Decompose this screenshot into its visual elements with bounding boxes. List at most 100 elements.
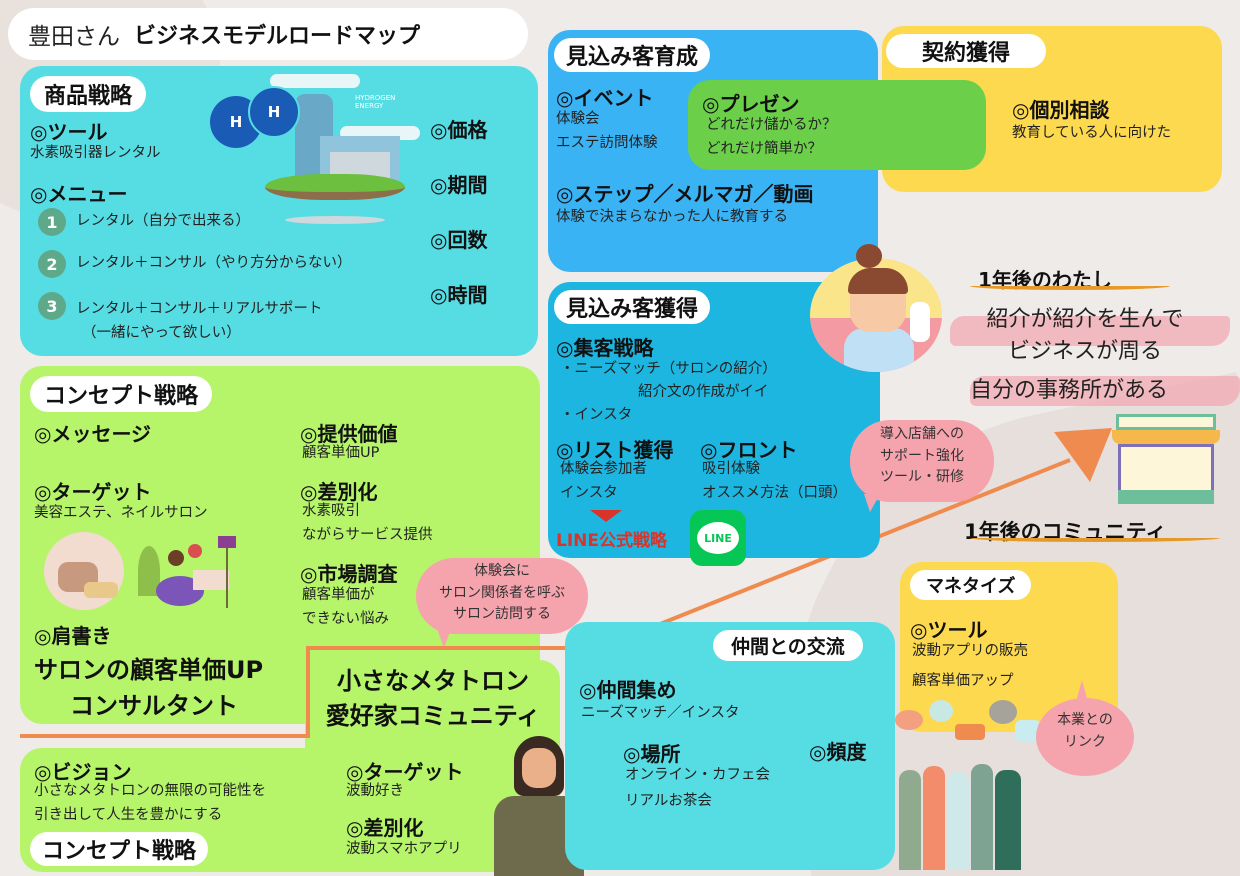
page-title: 豊田さん ビジネスモデルロードマップ <box>8 8 528 60</box>
front-heading: ◎フロント <box>700 438 798 462</box>
roadmap-line <box>306 648 310 738</box>
bubble-tail <box>436 626 452 648</box>
monetize-tool-line: 顧客単価アップ <box>912 673 1014 689</box>
title-tag-line2: コンサルタント <box>70 692 238 720</box>
speech-bubble-support: 導入店舗への サポート強化 ツール・研修 <box>850 420 994 502</box>
community-target-heading: ◎ターゲット <box>346 760 464 784</box>
brush-highlight <box>950 316 1230 346</box>
roadmap-line <box>306 646 466 650</box>
roadmap-line <box>20 734 310 738</box>
future-me-text: 紹介が紹介を生んで ビジネスが周る <box>986 307 1184 364</box>
community-title: 小さなメタトロン 愛好家コミュニティ <box>325 667 541 730</box>
monetize-tool-line: 波動アプリの販売 <box>912 643 1028 659</box>
menu-item: レンタル（自分で出来る） <box>76 213 250 229</box>
peers-panel: 仲間との交流 ◎仲間集め ニーズマッチ／インスタ ◎場所 オンライン・カフェ会 … <box>565 622 895 870</box>
esthetician-illustration <box>810 258 942 372</box>
period-heading: ◎期間 <box>430 173 488 197</box>
section-label: コンセプト戦略 <box>30 376 213 412</box>
tool-text: 水素吸引器レンタル <box>30 145 161 161</box>
event-heading: ◎イベント <box>556 86 654 110</box>
section-label: 見込み客獲得 <box>554 290 711 324</box>
market-heading: ◎市場調査 <box>300 562 398 586</box>
value-heading: ◎提供価値 <box>300 422 398 446</box>
section-label: 契約獲得 <box>886 34 1047 68</box>
list-line: インスタ <box>560 485 618 501</box>
count-heading: ◎回数 <box>430 228 488 252</box>
target-heading: ◎ターゲット <box>34 480 152 504</box>
consult-heading: ◎個別相談 <box>1012 98 1110 122</box>
menu-heading: ◎メニュー <box>30 182 128 206</box>
future-me-text: 自分の事務所がある <box>970 378 1169 403</box>
community-title-panel <box>305 660 560 760</box>
strategy-heading: ◎集客戦略 <box>556 336 654 360</box>
line-app-icon: LINE <box>690 510 746 566</box>
salon-illustration <box>138 536 238 610</box>
value-text: 顧客単価UP <box>302 445 380 461</box>
presentation-line: どれだけ儲かるか？ <box>706 117 837 133</box>
storefront-icon <box>1112 414 1220 506</box>
time-heading: ◎時間 <box>430 283 488 307</box>
community-target-text: 波動好き <box>346 783 404 799</box>
down-triangle-icon <box>590 510 622 522</box>
section-label: マネタイズ <box>910 570 1032 600</box>
monetize-tool-heading: ◎ツール <box>910 618 988 642</box>
community-panel: ◎ビジョン 小さなメタトロンの無限の可能性を 引き出して人生を豊かにする コンセ… <box>20 748 560 872</box>
market-line: 顧客単価が <box>302 587 375 603</box>
differentiation-line: ながらサービス提供 <box>302 527 433 543</box>
steps-text: 体験で決まらなかった人に教育する <box>556 209 788 225</box>
presentation-line: どれだけ簡単か？ <box>706 141 822 157</box>
heading-underline <box>970 534 1220 542</box>
presentation-heading: ◎プレゼン <box>702 92 800 116</box>
product-strategy-panel: 商品戦略 ◎ツール 水素吸引器レンタル ◎メニュー 1 レンタル（自分で出来る）… <box>20 66 538 356</box>
heading-underline <box>970 282 1170 290</box>
tool-heading: ◎ツール <box>30 120 108 144</box>
place-line: リアルお茶会 <box>625 793 712 809</box>
brush-highlight <box>970 376 1240 406</box>
list-line: 体験会参加者 <box>560 461 647 477</box>
section-label: コンセプト戦略 <box>30 832 209 866</box>
title-main: ビジネスモデルロードマップ <box>134 24 421 49</box>
strategy-line: 紹介文の作成がイイ <box>638 384 769 400</box>
target-text: 美容エステ、ネイルサロン <box>34 505 208 521</box>
speech-bubble-link: 本業との リンク <box>1036 698 1134 776</box>
line-strategy-label: LINE公式戦略 <box>556 531 667 551</box>
strategy-line: ・インスタ <box>560 407 633 423</box>
people-group-illustration <box>895 700 1045 876</box>
spa-illustration <box>44 532 124 610</box>
place-line: オンライン・カフェ会 <box>625 767 770 783</box>
speech-bubble-event: 体験会に サロン関係者を呼ぶ サロン訪問する <box>416 558 588 634</box>
menu-item-sub: （一緒にやって欲しい） <box>82 325 241 341</box>
hydrogen-label: HYDROGEN ENERGY <box>355 94 396 111</box>
bubble-tail <box>864 494 880 512</box>
vision-heading: ◎ビジョン <box>34 760 132 784</box>
hydrogen-energy-illustration: H H HYDROGEN ENERGY <box>210 66 420 226</box>
number-badge: 2 <box>38 250 66 278</box>
owner-name: 豊田さん <box>28 24 120 50</box>
steps-heading: ◎ステップ／メルマガ／動画 <box>556 182 814 206</box>
section-label: 商品戦略 <box>30 76 147 112</box>
number-badge: 3 <box>38 292 66 320</box>
gather-heading: ◎仲間集め <box>579 678 677 702</box>
acquire-panel: 見込み客獲得 ◎集客戦略 ・ニーズマッチ（サロンの紹介） 紹介文の作成がイイ ・… <box>548 282 880 558</box>
presentation-panel: ◎プレゼン どれだけ儲かるか？ どれだけ簡単か？ <box>688 80 986 170</box>
event-line: 体験会 <box>556 111 600 127</box>
strategy-line: ・ニーズマッチ（サロンの紹介） <box>560 361 777 377</box>
title-tag-heading: ◎肩書き <box>34 624 112 648</box>
menu-item: レンタル＋コンサル＋リアルサポート <box>76 301 323 317</box>
bubble-tail <box>1076 680 1088 702</box>
menu-item: レンタル＋コンサル（やり方分からない） <box>76 255 352 271</box>
section-label: 見込み客育成 <box>554 38 711 72</box>
title-tag-line1: サロンの顧客単価UP <box>34 656 264 684</box>
market-line: できない悩み <box>302 611 389 627</box>
differentiation-line: 水素吸引 <box>302 503 360 519</box>
message-heading: ◎メッセージ <box>34 422 152 446</box>
hair-bun <box>856 244 882 268</box>
number-badge: 1 <box>38 208 66 236</box>
price-heading: ◎価格 <box>430 118 488 142</box>
list-heading: ◎リスト獲得 <box>556 438 674 462</box>
section-label: 仲間との交流 <box>713 630 863 661</box>
place-heading: ◎場所 <box>623 742 681 766</box>
arrow-head-icon <box>1054 428 1112 482</box>
differentiation-heading: ◎差別化 <box>300 480 378 504</box>
consult-text: 教育している人に向けた <box>1012 125 1172 141</box>
